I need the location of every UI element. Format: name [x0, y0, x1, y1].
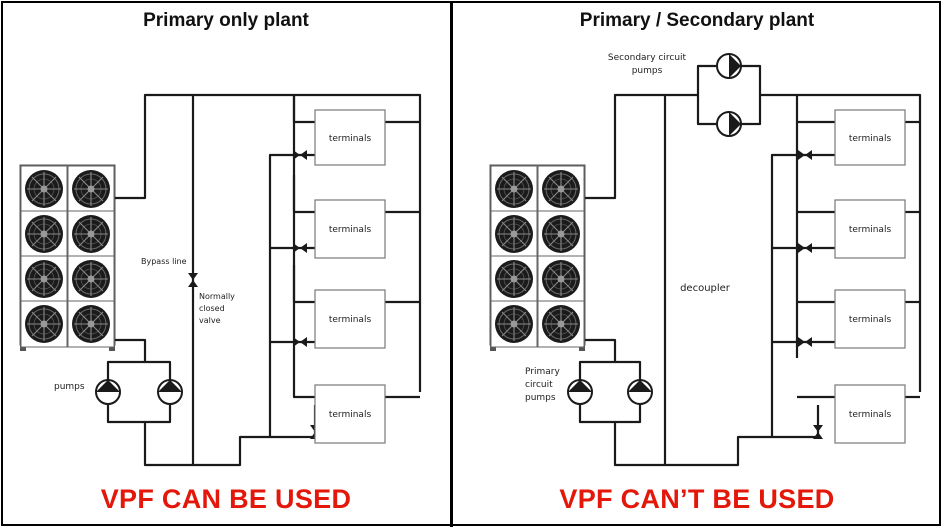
primary-circuit-pumps	[567, 379, 653, 405]
terminal-label: terminals	[849, 410, 892, 420]
valve-label-line3: valve	[199, 316, 221, 325]
terminal-label: terminals	[329, 410, 372, 420]
right-terminals	[834, 109, 906, 444]
secondary-pumps-label-line2: pumps	[632, 66, 663, 76]
right-panel-title: Primary / Secondary plant	[579, 10, 815, 31]
terminal-label: terminals	[849, 134, 892, 144]
left-panel-title: Primary only plant	[143, 10, 309, 31]
left-pumps	[95, 379, 183, 405]
terminal-label: terminals	[329, 315, 372, 325]
left-terminals	[314, 109, 386, 444]
decoupler-label: decoupler	[680, 283, 731, 294]
terminal-label: terminals	[329, 134, 372, 144]
primary-pumps-label-line1: Primary	[525, 367, 560, 377]
terminal-label: terminals	[329, 225, 372, 235]
bypass-line-label: Bypass line	[141, 257, 187, 266]
right-piping	[578, 64, 922, 467]
right-valves	[798, 150, 823, 439]
secondary-circuit-pumps	[716, 53, 742, 137]
right-chiller-unit	[489, 164, 586, 351]
pumps-label: pumps	[54, 382, 85, 392]
right-verdict-text: VPF CAN’T BE USED	[559, 484, 835, 514]
primary-pumps-label-line2: circuit	[525, 380, 553, 390]
terminal-label: terminals	[849, 225, 892, 235]
valve-label-line1: Normally	[199, 292, 235, 301]
primary-pumps-label-line3: pumps	[525, 393, 556, 403]
terminal-label: terminals	[849, 315, 892, 325]
left-chiller-unit	[19, 164, 116, 351]
secondary-pumps-label-line1: Secondary circuit	[608, 53, 687, 63]
left-verdict-text: VPF CAN BE USED	[100, 484, 352, 514]
panel-divider	[450, 1, 453, 527]
valve-label-line2: closed	[199, 304, 225, 313]
